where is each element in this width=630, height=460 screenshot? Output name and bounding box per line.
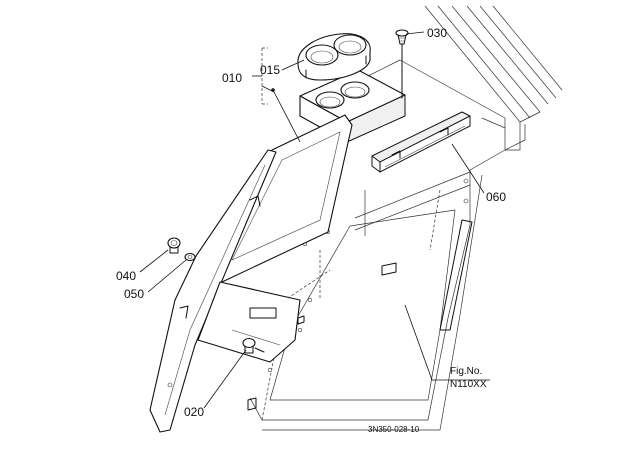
figure-number: N110XX xyxy=(450,379,487,390)
lower-bracket xyxy=(197,281,301,363)
callout-050: 050 xyxy=(124,287,144,301)
callout-020: 020 xyxy=(184,405,204,419)
screw-part-020 xyxy=(242,337,265,354)
washer-part-050 xyxy=(184,252,196,262)
callout-040: 040 xyxy=(116,269,136,283)
leader-lines xyxy=(139,31,490,409)
cup-holder-part-015 xyxy=(297,33,371,81)
group-bracket-010 xyxy=(252,47,268,105)
clip-part-030 xyxy=(395,29,409,99)
callout-030: 030 xyxy=(427,26,447,40)
callout-010: 010 xyxy=(222,71,242,85)
callout-015: 015 xyxy=(260,63,280,77)
cab-pillar-structure xyxy=(424,5,563,151)
trim-strip xyxy=(149,149,277,433)
rail-part-060 xyxy=(371,111,471,173)
figure-label: Fig.No. xyxy=(450,366,482,377)
bolt-part-040 xyxy=(167,237,181,254)
drawing-code: 3N350-028-10 xyxy=(368,425,420,434)
callout-060: 060 xyxy=(486,190,506,204)
